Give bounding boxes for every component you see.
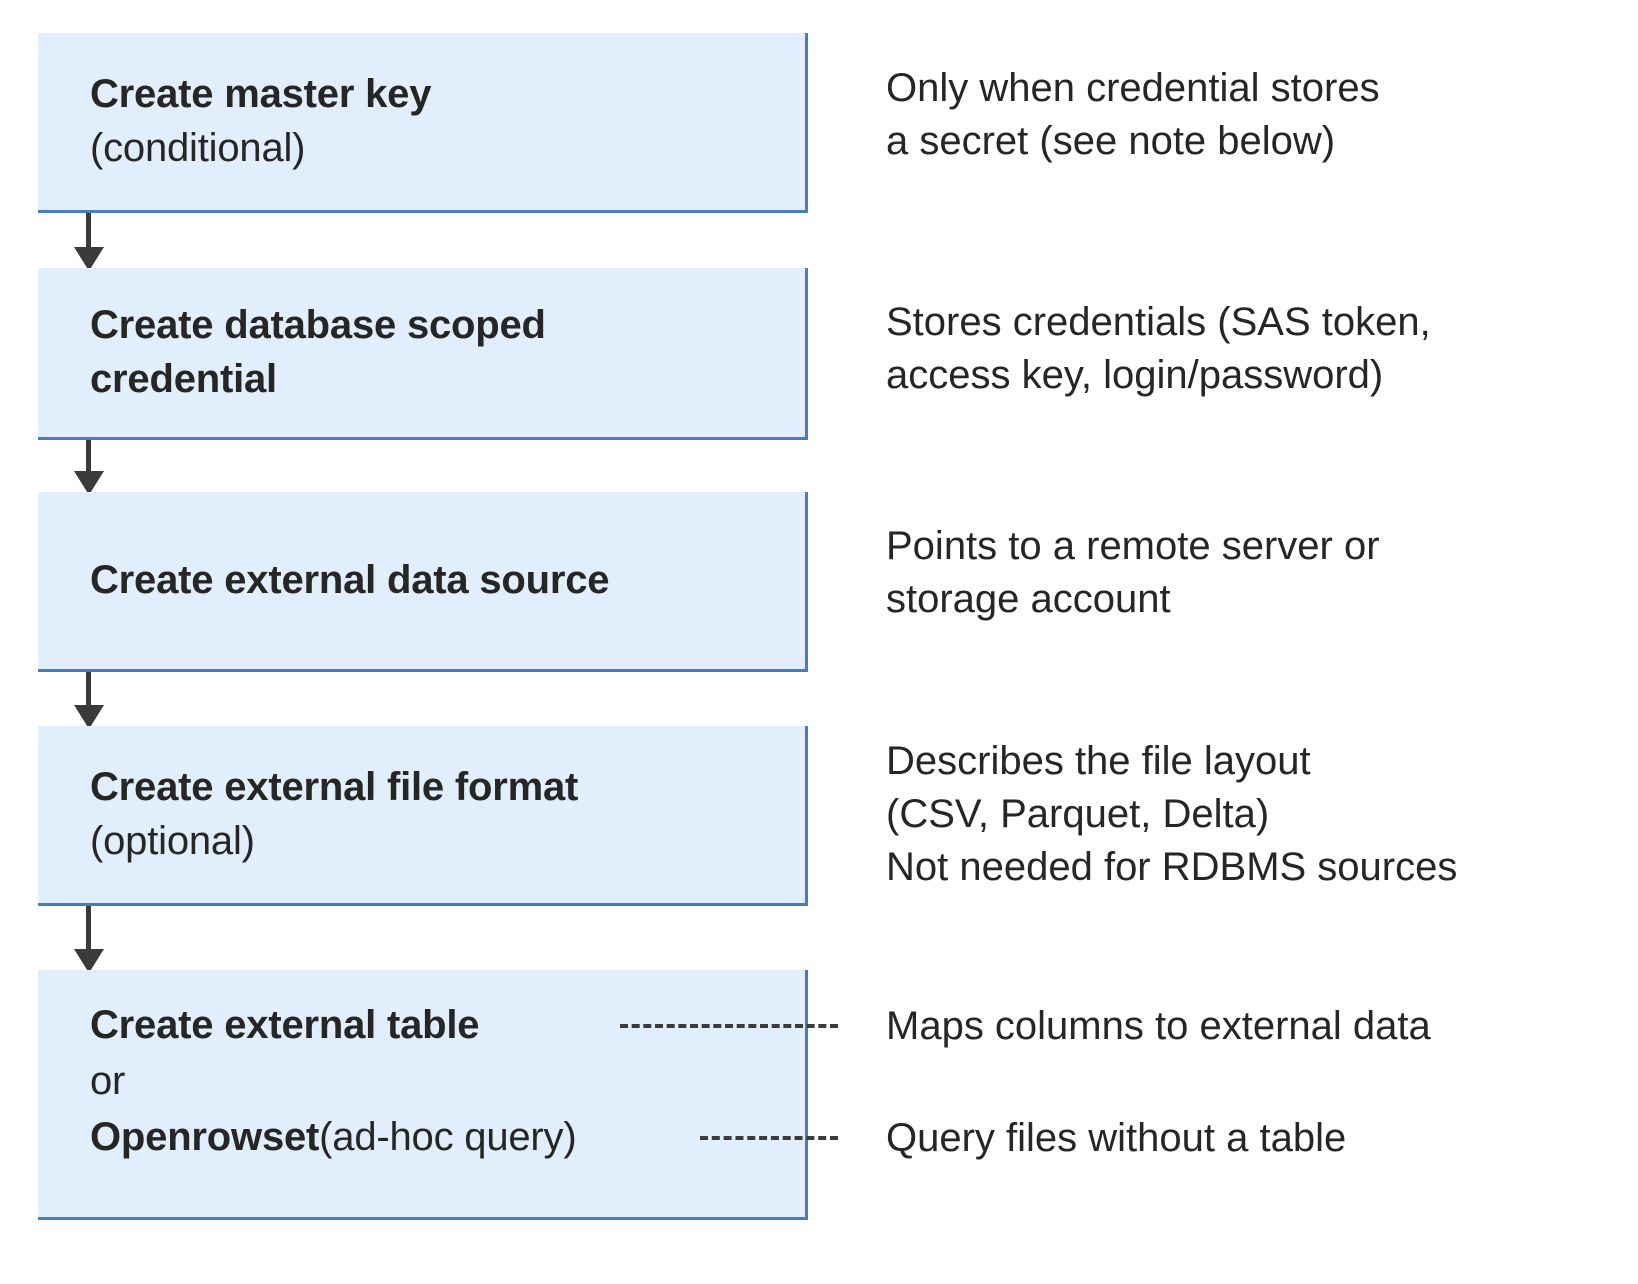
step-heading-line1: Create database scoped — [90, 303, 546, 348]
note-line: a secret (see note below) — [886, 119, 1336, 164]
step-box-create-external-data-source[interactable]: Create external data source — [38, 492, 808, 672]
step-heading-line2: credential — [90, 356, 277, 401]
step-box-create-external-table-or-openrowset[interactable]: Create external table or Openrowset (ad-… — [38, 970, 808, 1220]
dashed-connector-openrowset — [700, 1136, 838, 1140]
note-openrowset: Query files without a table — [886, 1112, 1346, 1165]
note-line: Points to a remote server or — [886, 524, 1380, 568]
note-create-master-key: Only when credential stores a secret (se… — [886, 62, 1380, 168]
note-line: Maps columns to external data — [886, 1004, 1431, 1048]
note-line: Only when credential stores — [886, 66, 1380, 110]
arrow-head-down-icon — [74, 247, 104, 271]
step-qualifier-optional: (optional) — [90, 818, 255, 863]
step-heading-create-external-data-source: Create external data source — [90, 557, 610, 602]
step-row-separator: or — [90, 1054, 791, 1110]
dashed-connector-external-table — [620, 1024, 838, 1028]
step-qualifier-ad-hoc-query: (ad-hoc query) — [319, 1115, 577, 1160]
step-heading-create-external-file-format: Create external file format — [90, 765, 579, 810]
arrow-shaft — [86, 906, 91, 949]
step-heading-openrowset: Openrowset — [90, 1115, 320, 1160]
arrow-head-down-icon — [74, 471, 104, 495]
arrow-shaft — [86, 213, 91, 247]
flow-arrow-4 — [74, 906, 104, 973]
note-create-database-scoped-credential: Stores credentials (SAS token, access ke… — [886, 296, 1431, 402]
arrow-shaft — [86, 440, 91, 471]
step-row-create-external-table: Create external table — [90, 998, 791, 1054]
step-box-create-database-scoped-credential[interactable]: Create database scoped credential — [38, 268, 808, 440]
flow-arrow-2 — [74, 440, 104, 495]
step-separator-or: or — [90, 1059, 126, 1104]
note-create-external-data-source: Points to a remote server or storage acc… — [886, 520, 1380, 626]
flow-arrow-3 — [74, 672, 104, 729]
note-line: Not needed for RDBMS sources — [886, 845, 1458, 890]
flow-arrow-1 — [74, 213, 104, 271]
note-line: access key, login/password) — [886, 353, 1384, 398]
arrow-head-down-icon — [74, 705, 104, 729]
note-create-external-file-format: Describes the file layout (CSV, Parquet,… — [886, 735, 1457, 895]
note-create-external-table: Maps columns to external data — [886, 1000, 1431, 1053]
note-line: (CSV, Parquet, Delta) — [886, 792, 1270, 837]
step-box-create-external-file-format[interactable]: Create external file format (optional) — [38, 726, 808, 906]
arrow-head-down-icon — [74, 949, 104, 973]
step-qualifier-conditional: (conditional) — [90, 125, 306, 170]
step-heading-create-master-key: Create master key — [90, 72, 432, 117]
note-line: Query files without a table — [886, 1116, 1347, 1160]
arrow-shaft — [86, 672, 91, 705]
note-line: Describes the file layout — [886, 739, 1311, 783]
step-row-openrowset: Openrowset (ad-hoc query) — [90, 1110, 791, 1166]
note-line: storage account — [886, 577, 1171, 622]
step-box-create-master-key[interactable]: Create master key (conditional) — [38, 33, 808, 213]
step-heading-create-external-table: Create external table — [90, 1003, 480, 1048]
note-line: Stores credentials (SAS token, — [886, 300, 1431, 344]
